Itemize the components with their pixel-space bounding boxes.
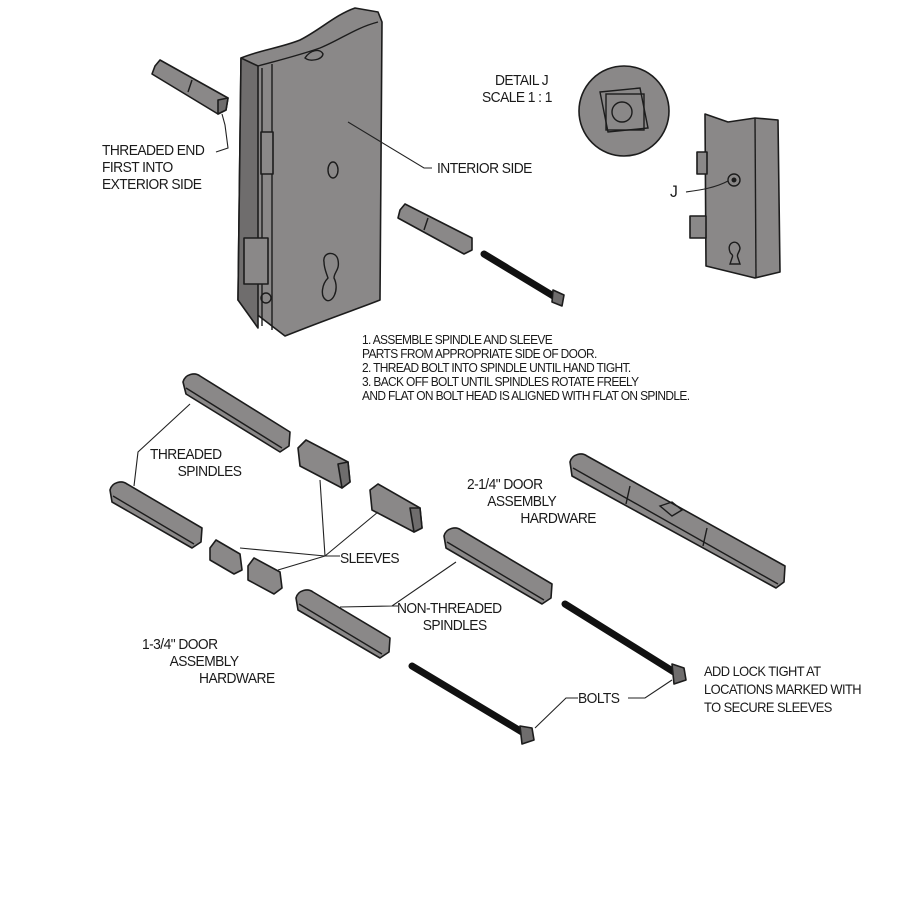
threaded-end-spindle [151,59,229,115]
door-1-3-4-line-3: HARDWARE [199,670,275,687]
non-threaded-spindles-label: NON-THREADED SPINDLES [397,600,502,634]
non-threaded-line-1: NON-THREADED [397,600,502,617]
threaded-spindles-line-1: THREADED [150,446,222,463]
sleeve-long-2 [369,483,423,533]
sleeves-label: SLEEVES [340,550,400,567]
instruction-line: PARTS FROM APPROPRIATE SIDE OF DOOR. [362,346,597,361]
door-1-3-4-label: 1-3/4" DOOR ASSEMBLY HARDWARE [142,636,275,687]
instruction-line: 3. BACK OFF BOLT UNTIL SPINDLES ROTATE F… [362,374,639,389]
non-threaded-leader [339,561,457,608]
detail-j-scale: SCALE 1 : 1 [482,89,552,106]
non-threaded-spindle-lower [295,589,391,659]
bolts-leader [534,679,673,729]
sleeves-leader [239,479,379,571]
detail-j-label: DETAIL J SCALE 1 : 1 [482,72,552,106]
door-2-1-4-line-1: 2-1/4" DOOR [467,476,543,493]
sleeve-short-1 [209,539,243,575]
instruction-line: 2. THREAD BOLT INTO SPINDLE UNTIL HAND T… [362,360,631,375]
bolt-left [408,662,535,745]
non-threaded-spindle-upper [443,527,553,605]
threaded-end-line-1: THREADED END [102,142,205,159]
lock-side-view [689,113,781,279]
non-threaded-line-2: SPINDLES [422,617,487,634]
instructions-block: 1. ASSEMBLE SPINDLE AND SLEEVE PARTS FRO… [362,332,690,403]
interior-side-leader [347,121,432,169]
j-callout-label: J [670,182,678,201]
threaded-end-leader [215,113,229,153]
lock-tight-line-2: LOCATIONS MARKED WITH [704,681,862,697]
threaded-spindles-line-2: SPINDLES [177,463,242,480]
threaded-spindles-leader [133,403,191,487]
spindle-2-1-4-door [569,453,786,589]
lock-tight-note: ADD LOCK TIGHT AT LOCATIONS MARKED WITH … [704,662,862,716]
j-callout-leader [685,180,729,193]
threaded-spindles-label: THREADED SPINDLES [150,446,242,480]
door-2-1-4-line-2: ASSEMBLY [487,493,557,510]
lock-tight-line-1: ADD LOCK TIGHT AT [704,663,821,679]
lock-body [237,7,383,337]
door-2-1-4-line-3: HARDWARE [520,510,596,527]
threaded-end-line-2: FIRST INTO [102,159,173,176]
threaded-end-line-3: EXTERIOR SIDE [102,176,202,193]
threaded-spindle-lower [109,481,203,549]
bolt-right [561,600,687,685]
sleeve-short-2 [247,557,283,595]
door-1-3-4-line-2: ASSEMBLY [169,653,240,670]
sleeve-long-1 [297,439,351,489]
interior-spindle-and-bolt [397,203,565,307]
bolts-label: BOLTS [578,690,620,707]
instruction-line: 1. ASSEMBLE SPINDLE AND SLEEVE [362,332,553,347]
door-2-1-4-label: 2-1/4" DOOR ASSEMBLY HARDWARE [467,476,596,527]
instruction-line: AND FLAT ON BOLT HEAD IS ALIGNED WITH FL… [362,388,690,403]
detail-j-title: DETAIL J [494,72,549,89]
interior-side-label: INTERIOR SIDE [437,160,532,177]
detail-j-view [578,65,670,157]
threaded-spindle-upper [182,373,291,453]
threaded-end-label: THREADED END FIRST INTO EXTERIOR SIDE [102,142,205,193]
lock-tight-line-3: TO SECURE SLEEVES [704,699,832,715]
door-1-3-4-line-1: 1-3/4" DOOR [142,636,218,653]
